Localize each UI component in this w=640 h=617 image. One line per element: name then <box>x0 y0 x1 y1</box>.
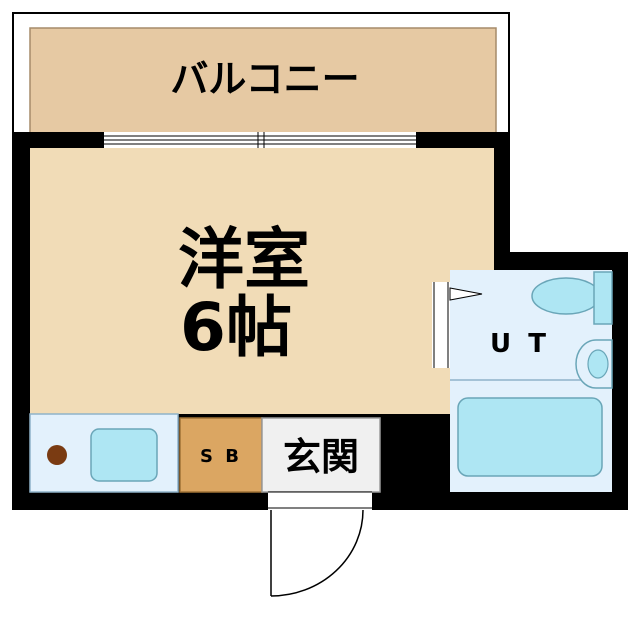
room-size: 6帖 <box>180 289 292 366</box>
shoe-box-label: S B <box>200 446 242 467</box>
main-room: 洋室 6帖 <box>30 148 494 414</box>
unit-bath-label: U T <box>490 329 550 359</box>
shoe-box: S B <box>179 417 263 493</box>
toilet <box>531 271 613 325</box>
entrance-door <box>268 491 372 597</box>
unit-bath: U T <box>450 270 613 492</box>
balcony-window <box>104 132 416 148</box>
kitchen-counter <box>29 413 179 493</box>
room-name: 洋室 <box>178 221 310 298</box>
entrance: 玄関 <box>261 417 381 493</box>
entrance-label: 玄関 <box>283 435 359 479</box>
bathtub <box>457 397 603 477</box>
balcony-label: バルコニー <box>170 57 359 101</box>
bath-door <box>432 282 483 368</box>
stove-burner <box>47 445 67 465</box>
kitchen-sink <box>90 428 158 482</box>
balcony: バルコニー <box>12 12 510 135</box>
wash-basin <box>575 339 613 389</box>
